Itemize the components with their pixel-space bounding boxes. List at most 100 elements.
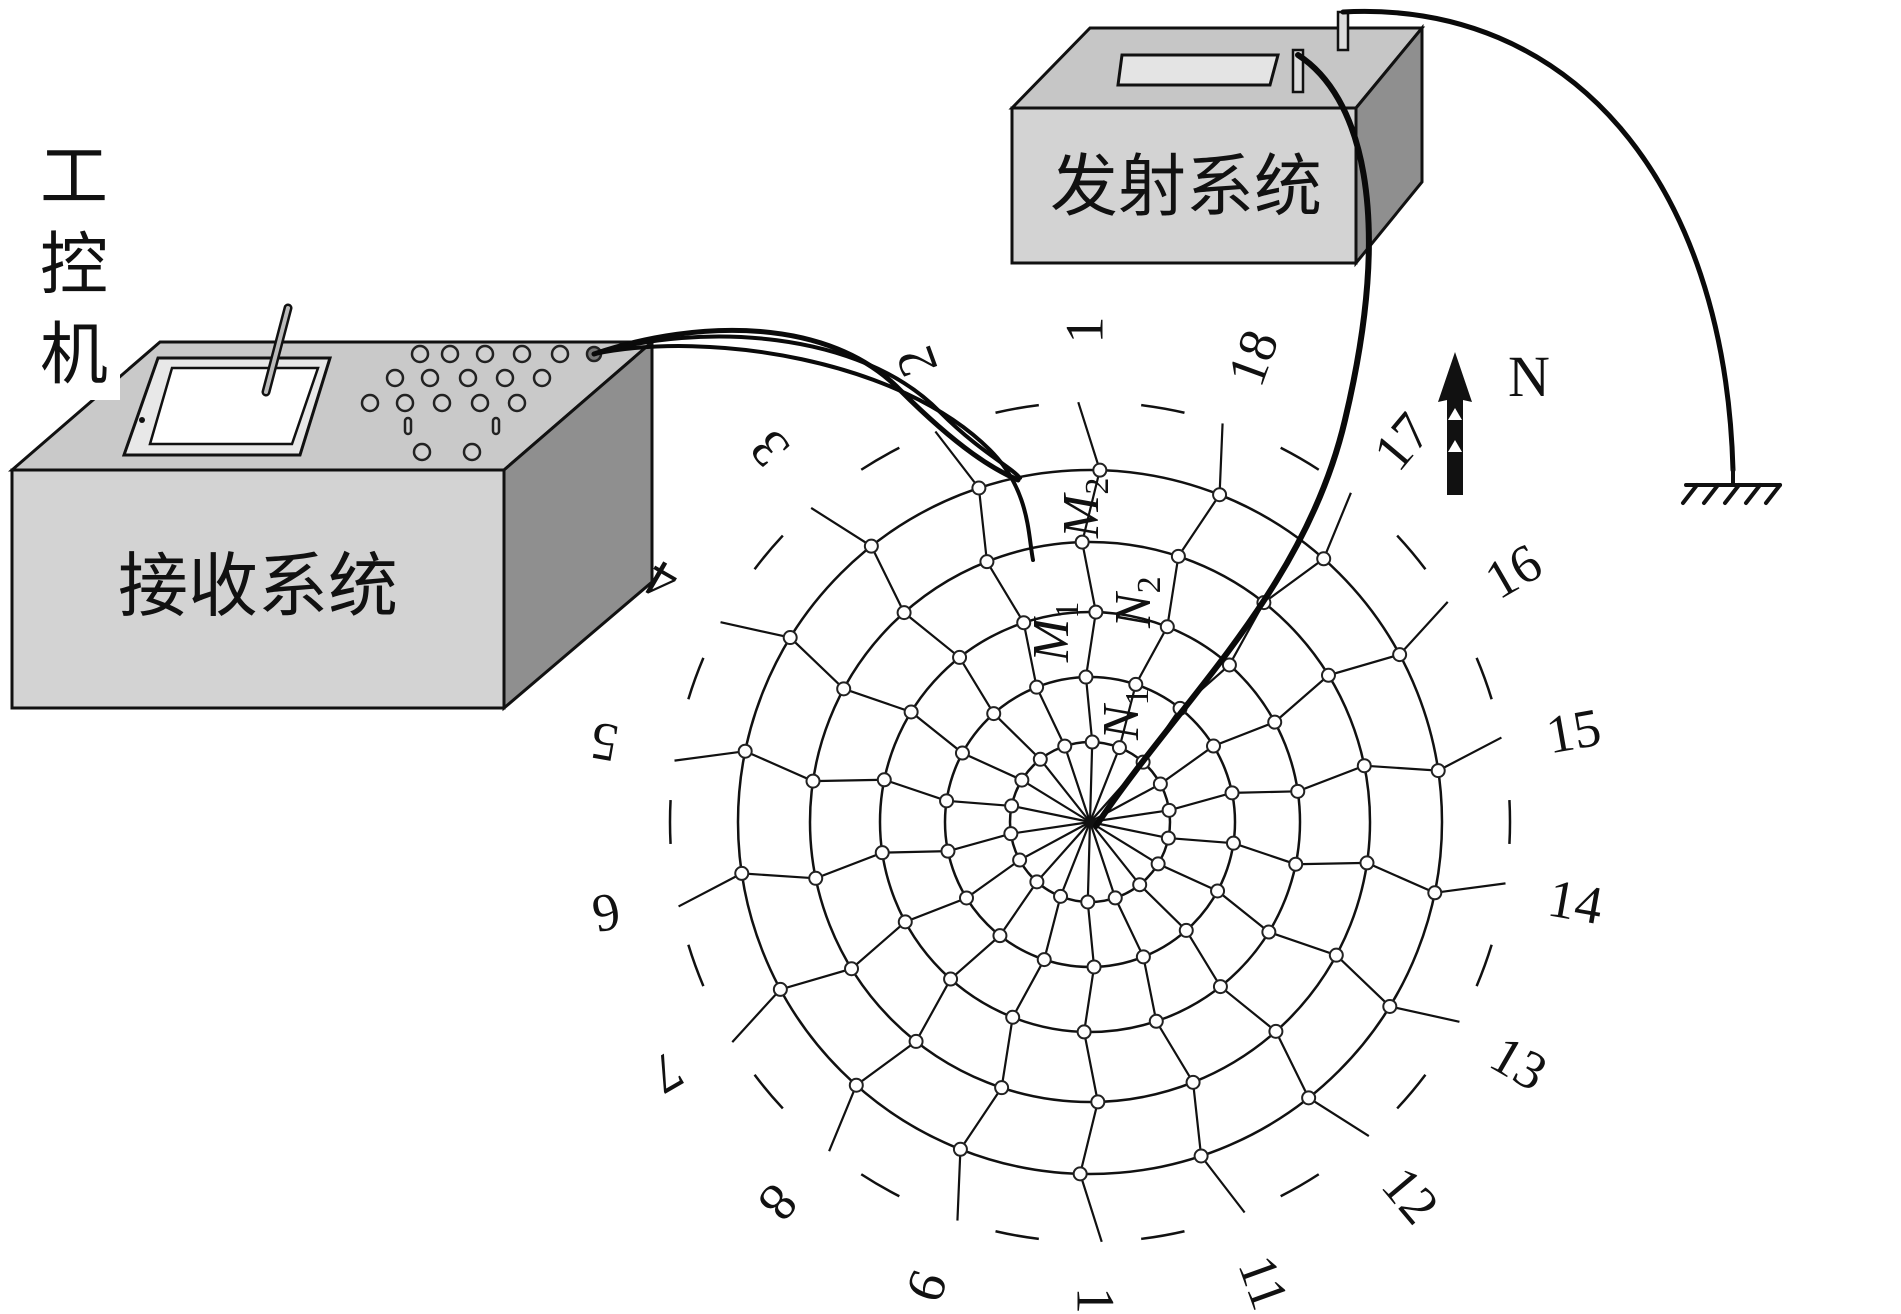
- electrode-node: [1268, 1023, 1284, 1039]
- grid-ring-outer-arc: [1396, 534, 1427, 570]
- electrode-node: [1014, 772, 1030, 788]
- electrode-node: [1161, 802, 1177, 818]
- electrode-node: [1359, 855, 1375, 871]
- electrode-node: [1301, 1090, 1317, 1106]
- electrode-node: [734, 865, 750, 881]
- cables: [591, 8, 1736, 829]
- svg-text:工: 工: [40, 138, 108, 217]
- electrode-node: [1152, 776, 1168, 792]
- electrode-node: [1086, 959, 1102, 975]
- grid-ring: [808, 540, 1372, 1104]
- svg-text:机: 机: [40, 316, 108, 395]
- electrode-node: [1012, 852, 1028, 868]
- electrode-node: [1078, 669, 1094, 685]
- electrode-node: [940, 843, 956, 859]
- transmitter-terminal-b: [1336, 10, 1350, 52]
- electrode-node: [958, 890, 974, 906]
- electrode-node: [954, 745, 970, 761]
- grid-ring-outer-arc: [860, 446, 900, 471]
- electrode-node: [1003, 826, 1019, 842]
- grid-ring-outer-arc: [753, 534, 784, 570]
- electrode-node: [1178, 922, 1194, 938]
- survey-line-label: 7: [640, 1040, 693, 1105]
- electrode-node: [952, 1141, 968, 1157]
- receiver-front-face: [10, 468, 506, 710]
- svg-text:控: 控: [40, 226, 108, 305]
- grid-ring-outer-arc: [1508, 799, 1512, 845]
- tablet-icon: [121, 356, 333, 457]
- electrode-node: [1004, 798, 1020, 814]
- svg-text:N2: N2: [1105, 576, 1168, 629]
- survey-line-label: 17: [1362, 402, 1443, 482]
- electrode-node: [1128, 676, 1144, 692]
- svg-text:M1: M1: [1023, 602, 1086, 663]
- transmitter-side-face: [1354, 23, 1424, 268]
- grid-ring-outer-arc: [1141, 403, 1185, 414]
- grid-ring-outer-arc: [860, 1173, 900, 1198]
- transmitter-front-face: [1010, 106, 1358, 265]
- electrode-node: [897, 914, 913, 930]
- electrode-node: [1150, 856, 1166, 872]
- electrode-node: [994, 1080, 1010, 1096]
- electrode-node: [1382, 998, 1398, 1014]
- electrode-node: [1029, 874, 1045, 890]
- electrode-node: [1080, 894, 1096, 910]
- grid-ring-outer-arc: [1141, 1230, 1185, 1241]
- survey-line-label: 6: [588, 881, 625, 945]
- electrode-node: [1427, 885, 1443, 901]
- electrode-node: [1092, 462, 1108, 478]
- ground-symbol-icon: [1681, 468, 1782, 505]
- electrode-node: [844, 961, 860, 977]
- electrode-node: [1032, 751, 1048, 767]
- grid-ring-outer-arc: [687, 657, 705, 700]
- transmitter-to-ground-cable: [1340, 8, 1736, 473]
- electrode-node: [1212, 487, 1228, 503]
- electrode-node: [1170, 548, 1186, 564]
- survey-line-label: 13: [1481, 1024, 1558, 1103]
- electrode-node: [1076, 1024, 1092, 1040]
- survey-line-label: 10: [1066, 1287, 1126, 1314]
- electrode-node: [1159, 619, 1175, 635]
- computer-label-bg: [28, 122, 120, 400]
- electrode-node: [1107, 890, 1123, 906]
- survey-line-label: 16: [1475, 532, 1552, 611]
- receiver-label: 接收系统: [118, 545, 398, 627]
- stylus-icon: [261, 303, 293, 397]
- electrode-node: [1316, 551, 1332, 567]
- electrode-node: [1290, 783, 1306, 799]
- electrode-node: [1288, 856, 1304, 872]
- electrode-node: [1029, 679, 1045, 695]
- electrode-node: [1005, 1009, 1021, 1025]
- grid-ring-outer-arc: [995, 403, 1039, 414]
- survey-line-label: 15: [1542, 697, 1606, 765]
- transmitter-label: 发射系统: [1050, 148, 1322, 227]
- grid-ring-outer-arc: [1475, 944, 1493, 987]
- electrode-node: [1356, 758, 1372, 774]
- svg-text:N1: N1: [1093, 688, 1156, 741]
- electrode-label-m1: M1: [1023, 602, 1086, 663]
- receiver-cable-n: [592, 344, 1035, 562]
- electrode-node: [1088, 604, 1104, 620]
- electrode-node: [836, 681, 852, 697]
- electrode-node: [986, 706, 1002, 722]
- electrode-node: [782, 630, 798, 646]
- grid-ring-outer-arc: [1396, 1074, 1427, 1110]
- survey-line-label: 18: [1216, 322, 1291, 393]
- electrode-node: [1221, 657, 1237, 673]
- transmitter-to-center-cable: [1093, 52, 1372, 829]
- electrode-node: [1072, 1166, 1088, 1182]
- electrode-node: [903, 704, 919, 720]
- electrode-node: [1185, 1074, 1201, 1090]
- electrode-node: [863, 538, 879, 554]
- electrode-node: [737, 743, 753, 759]
- electrode-node: [1160, 830, 1176, 846]
- electrode-node: [1328, 947, 1344, 963]
- electrode-node: [1212, 979, 1228, 995]
- grid-ring-outer-arc: [1280, 446, 1320, 471]
- electrode-node: [1084, 734, 1100, 750]
- grid-ring-outer-arc: [687, 944, 705, 987]
- electrode-node: [1392, 647, 1408, 663]
- electrode-node: [979, 554, 995, 570]
- svg-text:M2: M2: [1053, 478, 1116, 539]
